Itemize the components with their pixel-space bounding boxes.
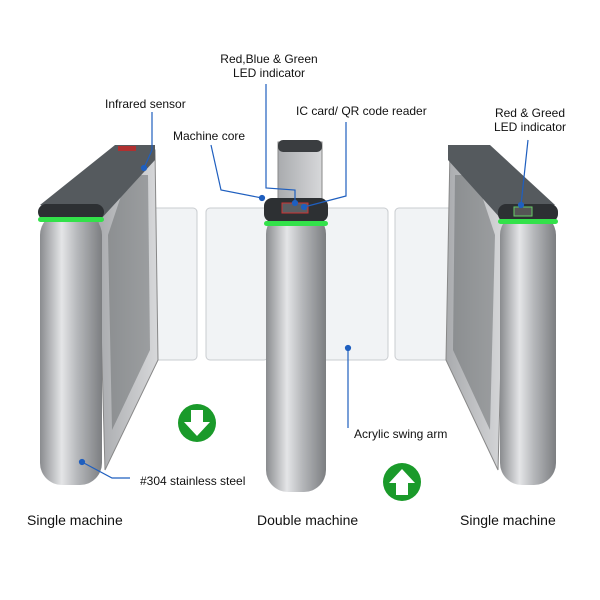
acrylic-swing-arm-label: Acrylic swing arm xyxy=(354,427,448,441)
machine-core-label: Machine core xyxy=(173,129,246,143)
rgb-led-indicator-label: Red,Blue & Green LED indicator xyxy=(214,52,324,80)
down-arrow-icon xyxy=(178,404,216,442)
stainless-steel-label: #304 stainless steel xyxy=(140,474,246,488)
caption-double-machine: Double machine xyxy=(257,512,359,528)
right-single-machine xyxy=(445,145,558,485)
rg-led-label-line2: LED indicator xyxy=(493,120,567,134)
rg-led-label-line1: Red & Greed xyxy=(494,106,566,120)
ic-card-reader-label: IC card/ QR code reader xyxy=(296,104,427,118)
middle-double-machine xyxy=(264,140,328,492)
infrared-sensor-label: Infrared sensor xyxy=(105,97,186,111)
rgb-led-label-line1: Red,Blue & Green xyxy=(220,52,318,66)
caption-left-single-machine: Single machine xyxy=(27,512,123,528)
left-single-machine xyxy=(38,145,159,485)
up-arrow-icon xyxy=(383,463,421,501)
rgb-led-label-line2: LED indicator xyxy=(232,66,306,80)
callout-lines xyxy=(78,84,529,479)
rg-led-indicator-label: Red & Greed LED indicator xyxy=(482,106,578,134)
caption-right-single-machine: Single machine xyxy=(460,512,556,528)
